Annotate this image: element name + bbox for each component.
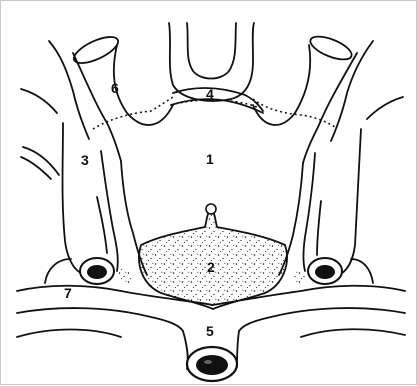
label-1: 1 [206, 151, 214, 167]
bottom-vessel-cut [187, 347, 237, 381]
left-descending-ridge [97, 197, 107, 253]
right-upper-vessel-wall-a [303, 53, 357, 163]
right-vessel-cut [308, 258, 342, 284]
right-descending-ridge [317, 201, 321, 255]
left-upper-vessel-wall-b [114, 45, 173, 125]
label-3: 3 [81, 152, 89, 168]
left-vessel-cut [80, 258, 114, 284]
right-descending-outer [339, 129, 361, 275]
stippled-region-tip [206, 204, 216, 214]
right-small-stipple [293, 268, 306, 284]
label-2: 2 [207, 259, 215, 275]
left-descending-outer [63, 123, 82, 273]
label-7: 7 [64, 285, 72, 301]
left-outer-branch [49, 41, 89, 139]
label-5: 5 [206, 323, 214, 339]
left-descending-inner [101, 151, 118, 271]
chamber-dotted-left [93, 97, 173, 129]
lower-vessel-lower-edge-right [239, 308, 405, 331]
top-vessel-inner [187, 23, 236, 79]
right-vessel-opening [307, 32, 354, 64]
right-lower-edge-curve [301, 329, 405, 337]
left-small-stipple [119, 268, 132, 284]
right-descending-inner [304, 153, 316, 271]
left-bottom-curl [45, 259, 71, 283]
lower-vessel-lower-edge [17, 308, 183, 331]
right-outer-branch-2 [367, 97, 403, 119]
right-bottom-curl [351, 259, 373, 283]
left-lower-edge-curve [17, 330, 121, 338]
label-4: 4 [206, 86, 214, 102]
left-outer-branch-2 [21, 89, 57, 113]
label-6: 6 [111, 80, 119, 96]
